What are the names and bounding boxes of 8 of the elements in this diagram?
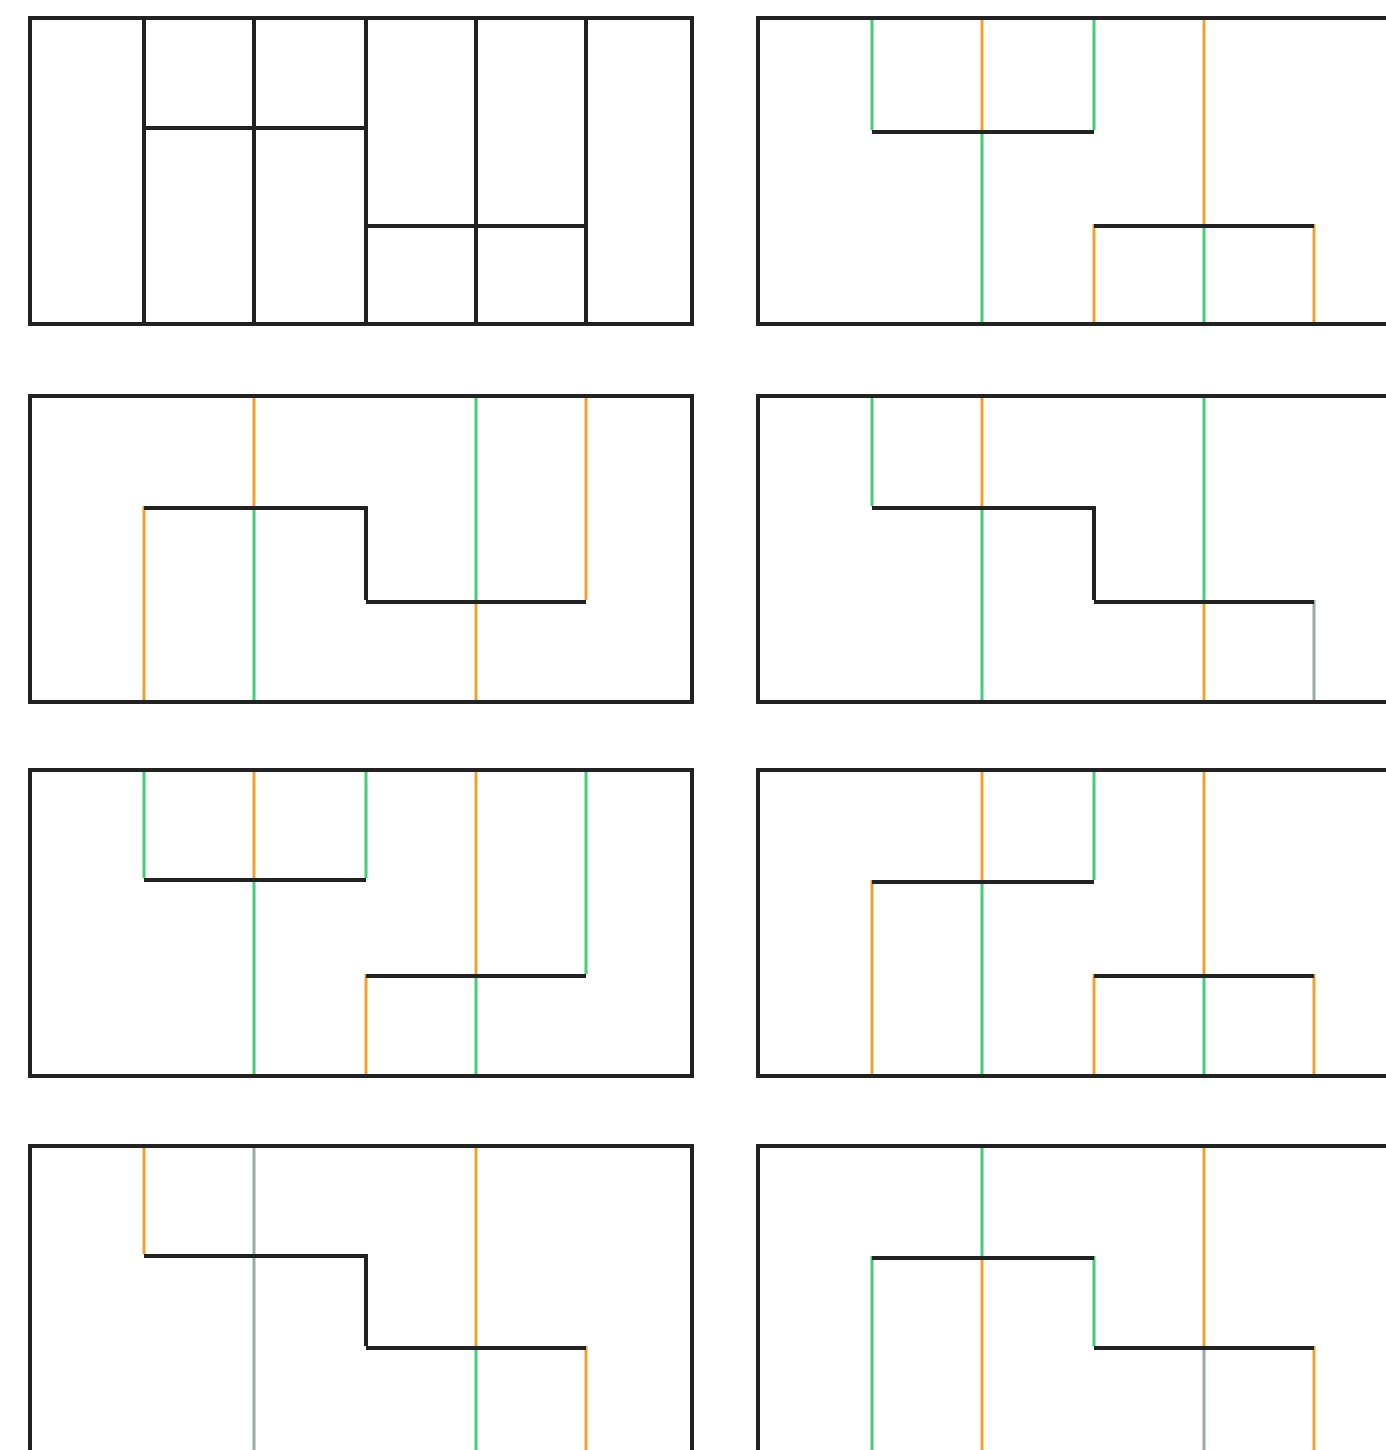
diagram-panel bbox=[28, 1144, 694, 1450]
diagram-panel bbox=[28, 768, 694, 1078]
diagram-panel bbox=[756, 16, 1386, 326]
diagram-panel bbox=[756, 768, 1386, 1078]
diagram-panel bbox=[756, 394, 1386, 704]
diagram-panel bbox=[756, 1144, 1386, 1450]
diagram-panel bbox=[28, 394, 694, 704]
diagram-panel bbox=[28, 16, 694, 326]
